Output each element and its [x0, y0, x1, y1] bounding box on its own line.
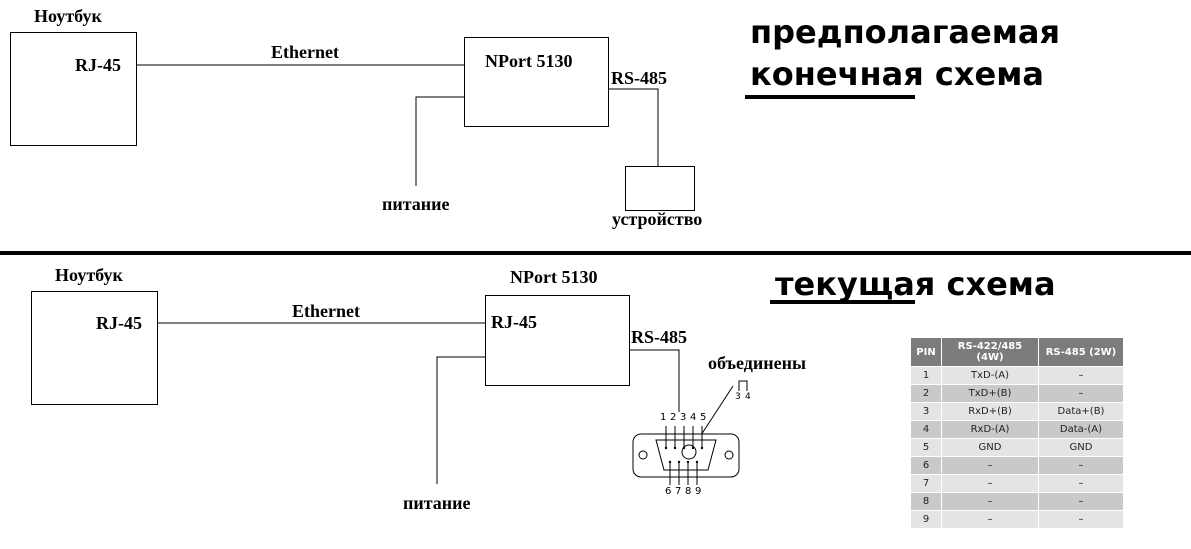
pin-table-header-row: PIN RS-422/485 (4W) RS-485 (2W)	[910, 337, 1124, 367]
pin-table-header-4w: RS-422/485 (4W)	[941, 337, 1039, 367]
top-laptop-rj45-label: RJ-45	[75, 55, 121, 75]
pin-number-cell: 9	[910, 510, 942, 529]
bottom-power-label: питание	[403, 493, 471, 513]
pin-number-cell: 6	[910, 456, 942, 475]
pin-number-cell: 8	[910, 492, 942, 511]
pin-table-header-2w: RS-485 (2W)	[1038, 337, 1124, 367]
top-laptop-box	[10, 32, 137, 146]
rs485-2w-cell: Data-(A)	[1038, 420, 1124, 439]
rs422-485-4w-cell: –	[941, 474, 1039, 493]
joined-pin-4: 4	[745, 392, 751, 402]
pin-number-cell: 2	[910, 384, 942, 403]
db9-pin-5: 5	[700, 412, 707, 423]
rs485-2w-cell: GND	[1038, 438, 1124, 457]
table-row: 6––	[910, 456, 1124, 475]
bottom-nport-box	[485, 295, 630, 386]
rs422-485-4w-cell: TxD-(A)	[941, 366, 1039, 385]
bottom-rs485-line	[629, 349, 680, 412]
top-nport-label: NPort 5130	[485, 51, 573, 71]
rs485-2w-cell: –	[1038, 384, 1124, 403]
bottom-nport-label: NPort 5130	[510, 267, 598, 287]
db9-pin-6: 6	[665, 486, 672, 497]
rs485-2w-cell: –	[1038, 510, 1124, 529]
table-row: 7––	[910, 474, 1124, 493]
table-row: 9––	[910, 510, 1124, 529]
rs485-2w-cell: Data+(B)	[1038, 402, 1124, 421]
pin-table-header-pin: PIN	[910, 337, 942, 367]
bottom-laptop-rj45-label: RJ-45	[96, 313, 142, 333]
joined-pin-3: 3	[735, 392, 741, 402]
rs422-485-4w-cell: –	[941, 510, 1039, 529]
top-power-line	[415, 96, 464, 186]
top-laptop-label: Ноутбук	[34, 6, 102, 26]
top-device-box	[625, 166, 695, 211]
joined-label: объединены	[708, 353, 807, 373]
rs422-485-4w-cell: RxD-(A)	[941, 420, 1039, 439]
bottom-ethernet-label: Ethernet	[292, 301, 360, 321]
top-power-label: питание	[382, 194, 450, 214]
bottom-laptop-label: Ноутбук	[55, 265, 123, 285]
rs485-2w-cell: –	[1038, 366, 1124, 385]
db9-pin-8: 8	[685, 486, 692, 497]
rs422-485-4w-cell: –	[941, 456, 1039, 475]
db9-pin-4: 4	[690, 412, 697, 423]
pin-number-cell: 3	[910, 402, 942, 421]
rs422-485-4w-cell: RxD+(B)	[941, 402, 1039, 421]
top-ethernet-label: Ethernet	[271, 42, 339, 62]
joined-pins-bracket	[738, 380, 748, 391]
db9-connector	[632, 426, 740, 485]
rs485-2w-cell: –	[1038, 456, 1124, 475]
pin-number-cell: 1	[910, 366, 942, 385]
top-rs485-line	[608, 88, 659, 166]
pin-number-cell: 5	[910, 438, 942, 457]
rs422-485-4w-cell: GND	[941, 438, 1039, 457]
db9-pin-3: 3	[680, 412, 687, 423]
table-row: 8––	[910, 492, 1124, 511]
top-rs485-label: RS-485	[611, 68, 668, 88]
db9-pin-7: 7	[675, 486, 682, 497]
rs422-485-4w-cell: –	[941, 492, 1039, 511]
pin-number-cell: 7	[910, 474, 942, 493]
top-nport-box	[464, 37, 609, 127]
bottom-nport-rj45-label: RJ-45	[491, 312, 537, 332]
rs422-485-4w-cell: TxD+(B)	[941, 384, 1039, 403]
rs485-2w-cell: –	[1038, 474, 1124, 493]
rs485-2w-cell: –	[1038, 492, 1124, 511]
pin-number-cell: 4	[910, 420, 942, 439]
top-device-label: устройство	[612, 209, 703, 229]
bottom-power-line	[436, 356, 485, 484]
db9-pin-1: 1	[660, 412, 667, 423]
db9-pin-2: 2	[670, 412, 677, 423]
bottom-rs485-label: RS-485	[631, 327, 688, 347]
top-title-line2: конечная схема	[750, 55, 1044, 93]
top-title-line1: предполагаемая	[750, 13, 1060, 51]
bottom-title: текущая схема	[775, 265, 1056, 303]
bottom-laptop-box	[31, 291, 158, 405]
db9-pin-9: 9	[695, 486, 702, 497]
